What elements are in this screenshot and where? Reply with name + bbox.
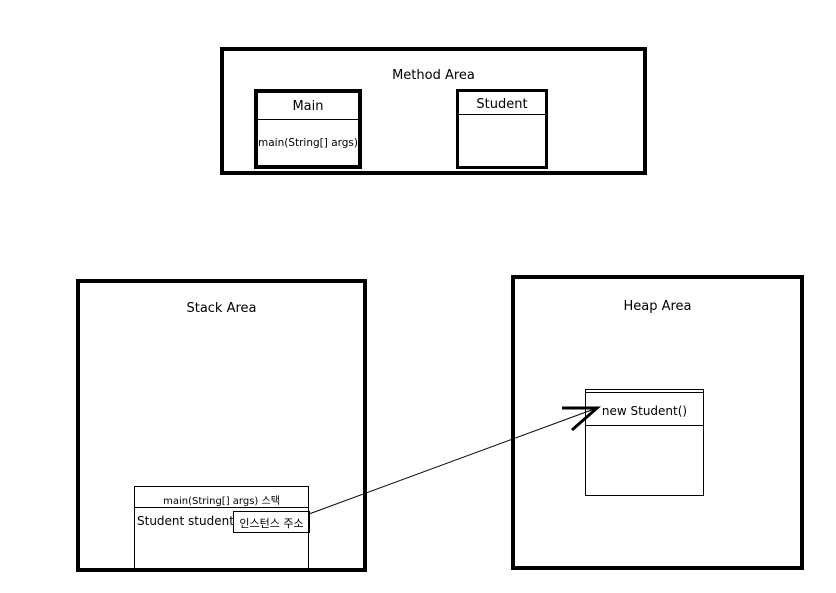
main-class-method: main(String[] args): [258, 137, 358, 149]
stack-frame-title: main(String[] args) 스택: [163, 496, 280, 507]
main-class-name: Main: [292, 99, 324, 114]
heap-area: Heap Area new Student(): [511, 275, 804, 570]
main-class-divider: [258, 119, 358, 120]
stack-variable-name: Student student: [137, 514, 234, 528]
student-class-divider: [459, 114, 545, 115]
heap-object-top-line: [586, 392, 703, 393]
stack-variable-value: 인스턴스 주소: [239, 517, 304, 530]
stack-variable-value-box: 인스턴스 주소: [233, 511, 310, 533]
stack-frame: main(String[] args) 스택 Student student 인…: [134, 486, 310, 572]
heap-object-divider: [586, 425, 703, 426]
student-class-name: Student: [476, 97, 528, 112]
method-area: Method Area Main main(String[] args) Stu…: [220, 47, 647, 175]
main-class-box: Main main(String[] args): [254, 89, 362, 169]
heap-object-label: new Student(): [601, 404, 688, 418]
stack-area: Stack Area main(String[] args) 스택 Studen…: [76, 279, 367, 572]
method-area-title: Method Area: [392, 68, 475, 83]
student-class-box: Student: [456, 89, 548, 169]
reference-arrow-line: [308, 407, 598, 515]
stack-frame-divider: [135, 507, 308, 508]
heap-area-title: Heap Area: [623, 299, 692, 314]
stack-area-title: Stack Area: [186, 301, 257, 316]
heap-object-box: new Student(): [585, 389, 704, 496]
reference-arrow-head: [562, 406, 601, 432]
